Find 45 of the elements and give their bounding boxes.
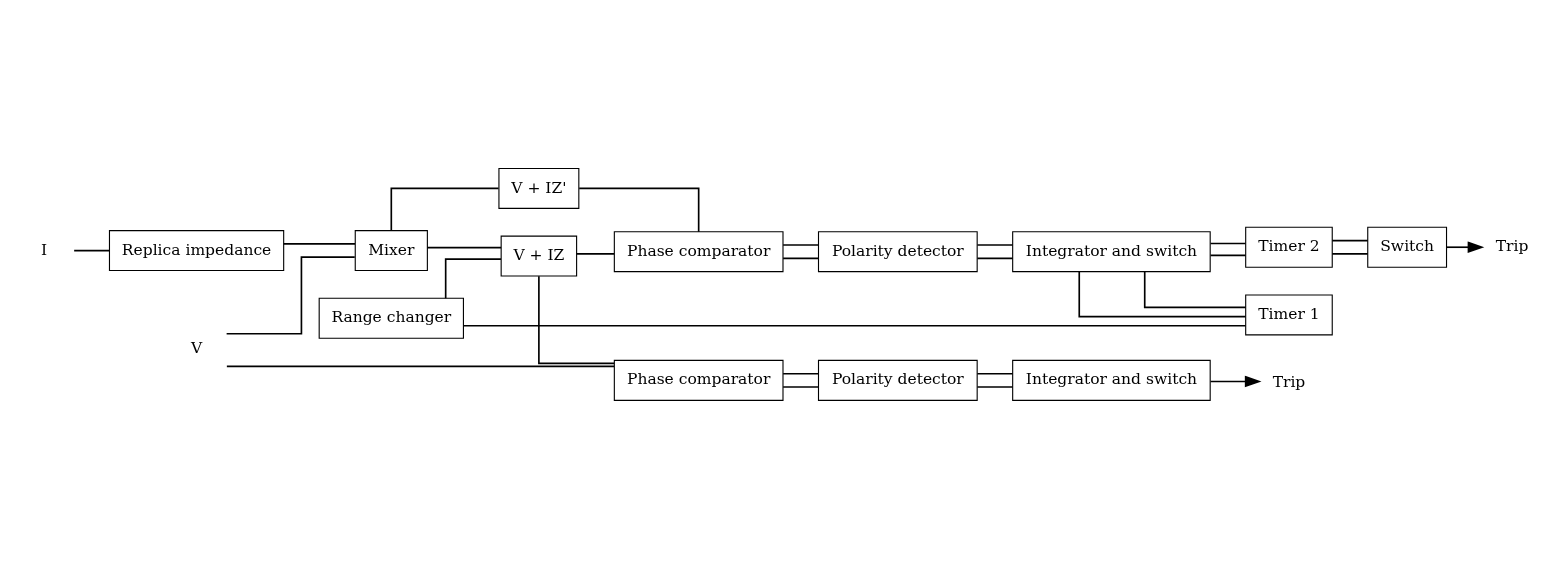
node-box: Timer 2 [1245, 226, 1333, 268]
connector [538, 275, 615, 365]
connector [225, 256, 356, 335]
node-text: I [40, 240, 48, 259]
connector [782, 244, 820, 246]
node-box: Switch [1367, 226, 1448, 268]
node-box: V + IZ' [498, 167, 580, 209]
connector [1078, 271, 1247, 318]
node-box: Timer 1 [1245, 294, 1333, 336]
arrow [1209, 375, 1262, 388]
node-text: Trip [1495, 237, 1529, 256]
node-box: Integrator and switch [1012, 231, 1211, 273]
connector [976, 386, 1014, 388]
node-box: Polarity detector [817, 231, 978, 273]
node-box: Phase comparator [613, 231, 784, 273]
connector [578, 187, 700, 233]
node-box: V + IZ [500, 235, 578, 277]
node-text: Trip [1272, 372, 1306, 391]
connector [1143, 270, 1247, 309]
node-text: V [190, 339, 203, 358]
node-box: Integrator and switch [1012, 359, 1211, 401]
connector [282, 243, 356, 245]
connector [575, 253, 615, 255]
connector [462, 324, 1247, 327]
connector [1331, 253, 1369, 255]
connector [1209, 254, 1247, 257]
node-box: Polarity detector [817, 359, 978, 401]
arrow [1445, 241, 1485, 254]
connector [73, 249, 110, 252]
connector [976, 244, 1014, 246]
node-box: Range changer [318, 297, 464, 339]
connector [1209, 242, 1247, 245]
connector [976, 257, 1014, 260]
connector [226, 365, 615, 368]
connector [390, 187, 500, 232]
node-box: Replica impedance [108, 230, 285, 272]
connector [426, 246, 502, 249]
connector [1331, 239, 1369, 242]
connector [782, 386, 820, 388]
connector [976, 372, 1014, 375]
node-box: Phase comparator [613, 359, 784, 401]
connector [444, 258, 502, 299]
connector [782, 257, 820, 260]
connector [782, 372, 820, 375]
node-box: Mixer [354, 230, 428, 272]
